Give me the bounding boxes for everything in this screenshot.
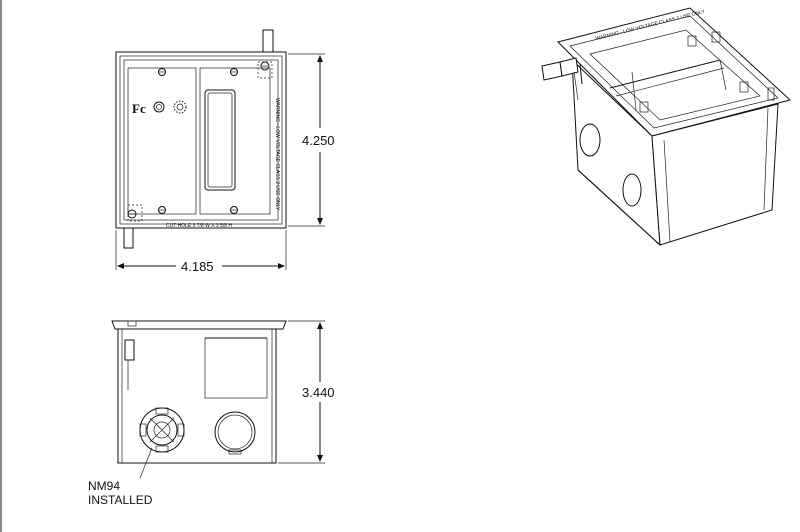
iso-clip bbox=[541, 57, 775, 101]
height-dimension-side: 3.440 bbox=[302, 385, 335, 400]
knockout-hole bbox=[214, 411, 256, 455]
iso-knockout-right bbox=[622, 173, 642, 207]
callout-line-1: NM94 bbox=[88, 479, 120, 493]
outer-flange bbox=[115, 51, 287, 229]
height-dimension-top: 4.250 bbox=[302, 133, 335, 148]
svg-text:Fc: Fc bbox=[132, 101, 146, 116]
side-view: NM94 INSTALLED 3.440 bbox=[88, 320, 335, 507]
certification-icon: Fc bbox=[132, 100, 187, 116]
cut-hole-text: CUT HOLE 3 7/8 W X 3 5/8 H bbox=[166, 223, 232, 229]
nm94-connector bbox=[139, 407, 185, 453]
side-flange bbox=[111, 320, 287, 330]
isometric-view: WARNING - LOW VOLTAGE CLASS 2 USE ONLY bbox=[541, 7, 792, 247]
iso-knockout-left bbox=[579, 123, 601, 157]
plate-warning-text: WARNING - LOW VOLTAGE CLASS 2 USE ONLY bbox=[274, 98, 280, 211]
screw-icon bbox=[127, 61, 270, 219]
top-view: Fc WARNING - LOW VOLTAGE CLASS 2 USE ONL… bbox=[115, 29, 335, 274]
side-clip bbox=[124, 339, 135, 361]
iso-right-face bbox=[651, 103, 779, 246]
right-gang-opening bbox=[199, 67, 271, 215]
width-dimension: 4.185 bbox=[181, 259, 214, 274]
callout-line-2: INSTALLED bbox=[88, 493, 153, 507]
device-opening bbox=[204, 89, 236, 191]
